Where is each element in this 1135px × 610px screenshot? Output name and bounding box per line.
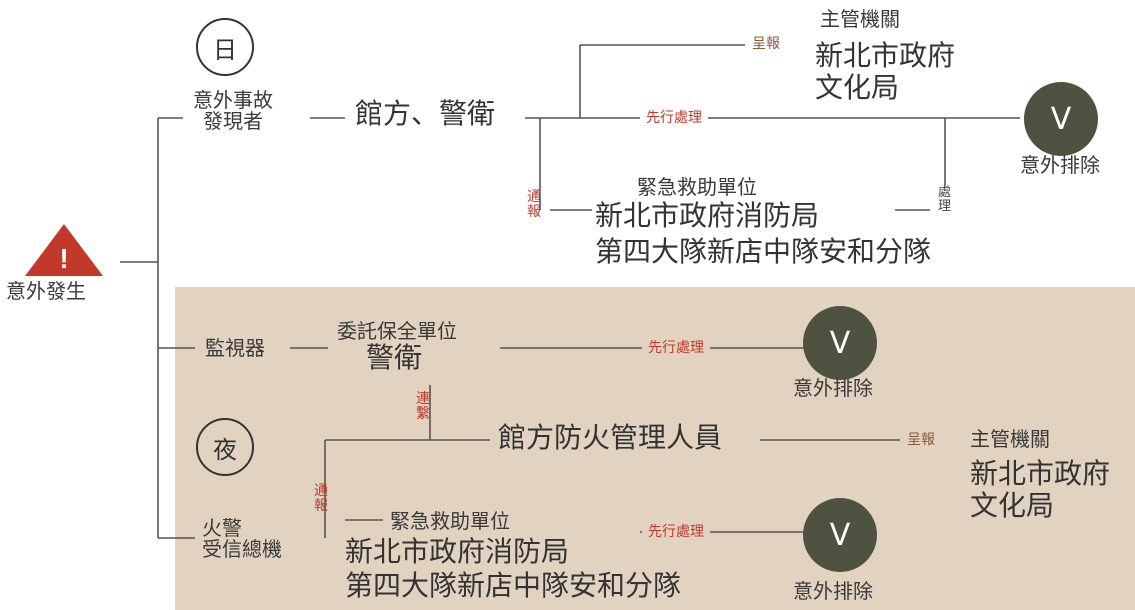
night-fire-manager: 館方防火管理人員: [498, 421, 723, 454]
warning-triangle-icon: !: [25, 224, 103, 276]
night-alarm-panel: 火警 受信總機: [202, 516, 282, 561]
day-rescue-line2: 第四大隊新店中隊安和分隊: [595, 235, 932, 268]
night-notify-note: 通 報: [314, 483, 328, 514]
day-authority-title: 主管機關: [820, 7, 900, 31]
night-authority-title: 主管機關: [970, 427, 1050, 451]
night-authority-line1: 新北市政府: [970, 457, 1111, 490]
night-handle-note: 先行處理: [642, 524, 710, 541]
night-first-handle-note: 先行處理: [642, 340, 710, 357]
day-resolved-label: 意外排除: [1020, 153, 1100, 177]
night-marker: 夜: [196, 418, 254, 476]
day-marker: 日: [196, 18, 254, 76]
day-rescue-line1: 新北市政府消防局: [595, 199, 820, 232]
night-rescue-title: 緊急救助單位: [390, 509, 510, 533]
night-check-v-icon: V: [803, 306, 877, 380]
night-check-v-icon-2: V: [803, 498, 877, 572]
day-authority-line1: 新北市政府: [815, 39, 956, 72]
svg-text:!: !: [59, 243, 68, 274]
day-notify-note: 通 報: [527, 189, 541, 220]
night-authority-line2: 文化局: [970, 489, 1055, 522]
day-authority-line2: 文化局: [815, 71, 900, 104]
day-report-note: 呈報: [752, 36, 780, 52]
night-rescue-line1: 新北市政府消防局: [345, 535, 570, 568]
day-handle-note: 處 理: [938, 185, 952, 214]
night-security-name: 警衛: [366, 341, 423, 374]
day-check-v-icon: V: [1024, 82, 1098, 156]
day-discoverer: 意外事故 發現者: [193, 88, 273, 133]
night-resolved2-label: 意外排除: [793, 579, 873, 603]
night-report-note: 呈報: [907, 432, 935, 448]
start-label: 意外發生: [6, 279, 86, 303]
day-first-handle-note: 先行處理: [640, 110, 708, 127]
night-camera: 監視器: [205, 336, 265, 360]
night-resolved-label: 意外排除: [793, 376, 873, 400]
night-contact-note: 連 繫: [416, 391, 430, 422]
day-rescue-title: 緊急救助單位: [637, 175, 757, 199]
night-rescue-line2: 第四大隊新店中隊安和分隊: [345, 569, 682, 602]
night-security-title: 委託保全單位: [337, 319, 457, 343]
day-staff: 館方、警衛: [355, 97, 496, 130]
